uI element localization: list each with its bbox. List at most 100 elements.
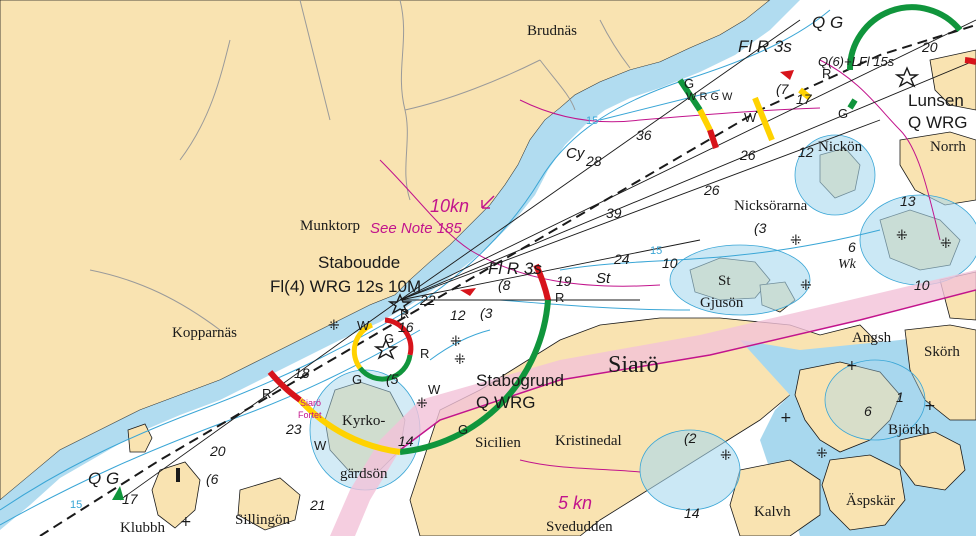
depth: 1: [896, 389, 904, 405]
sector-letters: W R G R W G R G R W W R G W R G W G Cy S…: [262, 66, 848, 453]
label-sillingon: Sillingön: [235, 512, 291, 528]
svg-text:⁜: ⁜: [940, 236, 952, 252]
light-labels: Staboudde Fl(4) WRG 12s 10M Stabogrund Q…: [88, 13, 968, 488]
label-gjuson: Gjusön: [700, 295, 744, 311]
q-g-left: Q G: [88, 469, 119, 488]
svg-text:⁜: ⁜: [816, 446, 828, 462]
svg-text:⁜: ⁜: [450, 334, 462, 350]
label-kyrko: Kyrko-: [342, 413, 385, 429]
bjorkh-island: [899, 431, 966, 491]
label-sicilien: Sicilien: [475, 435, 521, 451]
speed-10kn: 10kn: [430, 196, 469, 216]
sector-r2: R: [420, 346, 429, 361]
kalvh-island: [729, 459, 821, 536]
sector-g-up: G: [838, 106, 848, 121]
contour-label: 15: [70, 499, 82, 511]
sector-r-big2: R: [262, 386, 271, 401]
depth: (8: [498, 277, 511, 293]
depth: 26: [739, 147, 756, 163]
shallow-band-north: [0, 0, 800, 530]
q-g-top: Q G: [812, 13, 843, 32]
fl-r-3s-lower: Fl R 3s: [488, 259, 542, 278]
rock-symbols: ⁜ ⁜ ⁜ ⁜ ⁜ ⁜ ⁜ ⁜ ⁜ ⁜ + + + +: [180, 228, 952, 530]
depth: 13: [900, 193, 916, 209]
depth: 14: [684, 505, 700, 521]
depth: 12: [450, 307, 466, 323]
label-nickosorarna: Nicksörarna: [734, 198, 808, 214]
restricted-area: [330, 270, 976, 536]
skorh-island: [904, 324, 976, 421]
depth: 6: [848, 239, 856, 255]
depth: (7: [776, 81, 790, 97]
label-svedudden: Svedudden: [546, 519, 613, 535]
depth: 6: [864, 403, 872, 419]
contour-label: 15: [650, 245, 662, 257]
label-kopparnas: Kopparnäs: [172, 325, 237, 341]
sector-g-up2: G: [684, 76, 694, 91]
depth: 10: [662, 255, 678, 271]
label-norrh: Norrh: [930, 139, 966, 155]
stabogrund-name: Stabogrund: [476, 371, 564, 390]
sector-w2: W: [314, 438, 327, 453]
depth: 21: [309, 497, 326, 513]
depth: (2: [684, 430, 697, 446]
label-siaro: Siarö: [608, 352, 659, 378]
staboudde-sector-arcs: [351, 317, 414, 382]
label-gardson: gärdsön: [340, 466, 388, 482]
sector-g1: G: [352, 372, 362, 387]
label-kalvh: Kalvh: [754, 504, 791, 520]
restricted-boundary: [399, 289, 976, 451]
depth: 20: [921, 39, 938, 55]
label-angsh: Angsh: [852, 330, 892, 346]
norrh-island: [899, 131, 976, 206]
depth: 28: [585, 153, 602, 169]
sector-g2: G: [458, 422, 468, 437]
sector-wrgw: W R G W: [686, 91, 733, 103]
notes: 10kn See Note 185 5 kn: [370, 195, 592, 513]
lunsen-characteristic: Q WRG: [908, 113, 968, 132]
sector-g-big: G: [384, 331, 394, 346]
label-cy: Cy: [566, 145, 586, 162]
svg-text:+: +: [780, 410, 792, 426]
upper-sector-bars: [677, 78, 858, 149]
svg-text:⁜: ⁜: [800, 278, 812, 294]
depth: 20: [209, 443, 226, 459]
buoys: [112, 70, 794, 500]
see-note-185: See Note 185: [370, 220, 462, 237]
depth: 18: [294, 365, 310, 381]
svg-text:⁜: ⁜: [454, 352, 466, 368]
label-bjorkh: Björkh: [888, 422, 930, 438]
stabogrund-sector-arcs: [267, 263, 551, 455]
soundings: 28 36 26 26 12 39 19 24 10 (3 6 (8 12 (3…: [122, 39, 938, 521]
depth: (3: [480, 305, 493, 321]
lunsen-name: Lunsen: [908, 91, 964, 110]
depth: 24: [613, 251, 630, 267]
speed-arrow-icon: [481, 195, 495, 209]
depth: 23: [285, 421, 302, 437]
label-brudnas: Brudnäs: [527, 23, 577, 39]
sector-r-up: R: [822, 66, 831, 81]
depth: 17: [796, 91, 813, 107]
label-skorh: Skörh: [924, 344, 960, 360]
label-siaro-fortet-1: Siarö: [300, 398, 321, 408]
svg-text:+: +: [924, 398, 936, 414]
depth: 16: [398, 319, 414, 335]
depth: 22: [419, 292, 436, 308]
svg-text:+: +: [180, 514, 192, 530]
klubbh-island: [151, 461, 201, 529]
label-klubbh: Klubbh: [120, 520, 166, 536]
svg-text:⁜: ⁜: [416, 396, 428, 412]
aspskar-island: [821, 454, 906, 531]
label-munktorp: Munktorp: [300, 218, 360, 234]
depth: (6: [206, 471, 219, 487]
speed-5kn: 5 kn: [558, 493, 592, 513]
label-st-seabed: St: [596, 270, 611, 287]
depth: 12: [798, 144, 814, 160]
depth: 39: [606, 205, 622, 221]
svg-text:⁜: ⁜: [328, 318, 340, 334]
label-siaro-fortet-2: Fortet: [298, 410, 322, 420]
sector-w-big: W: [428, 382, 441, 397]
leading-lines: [119, 19, 976, 501]
q6-lfl: Q(6)+LFl 15s: [818, 54, 895, 69]
